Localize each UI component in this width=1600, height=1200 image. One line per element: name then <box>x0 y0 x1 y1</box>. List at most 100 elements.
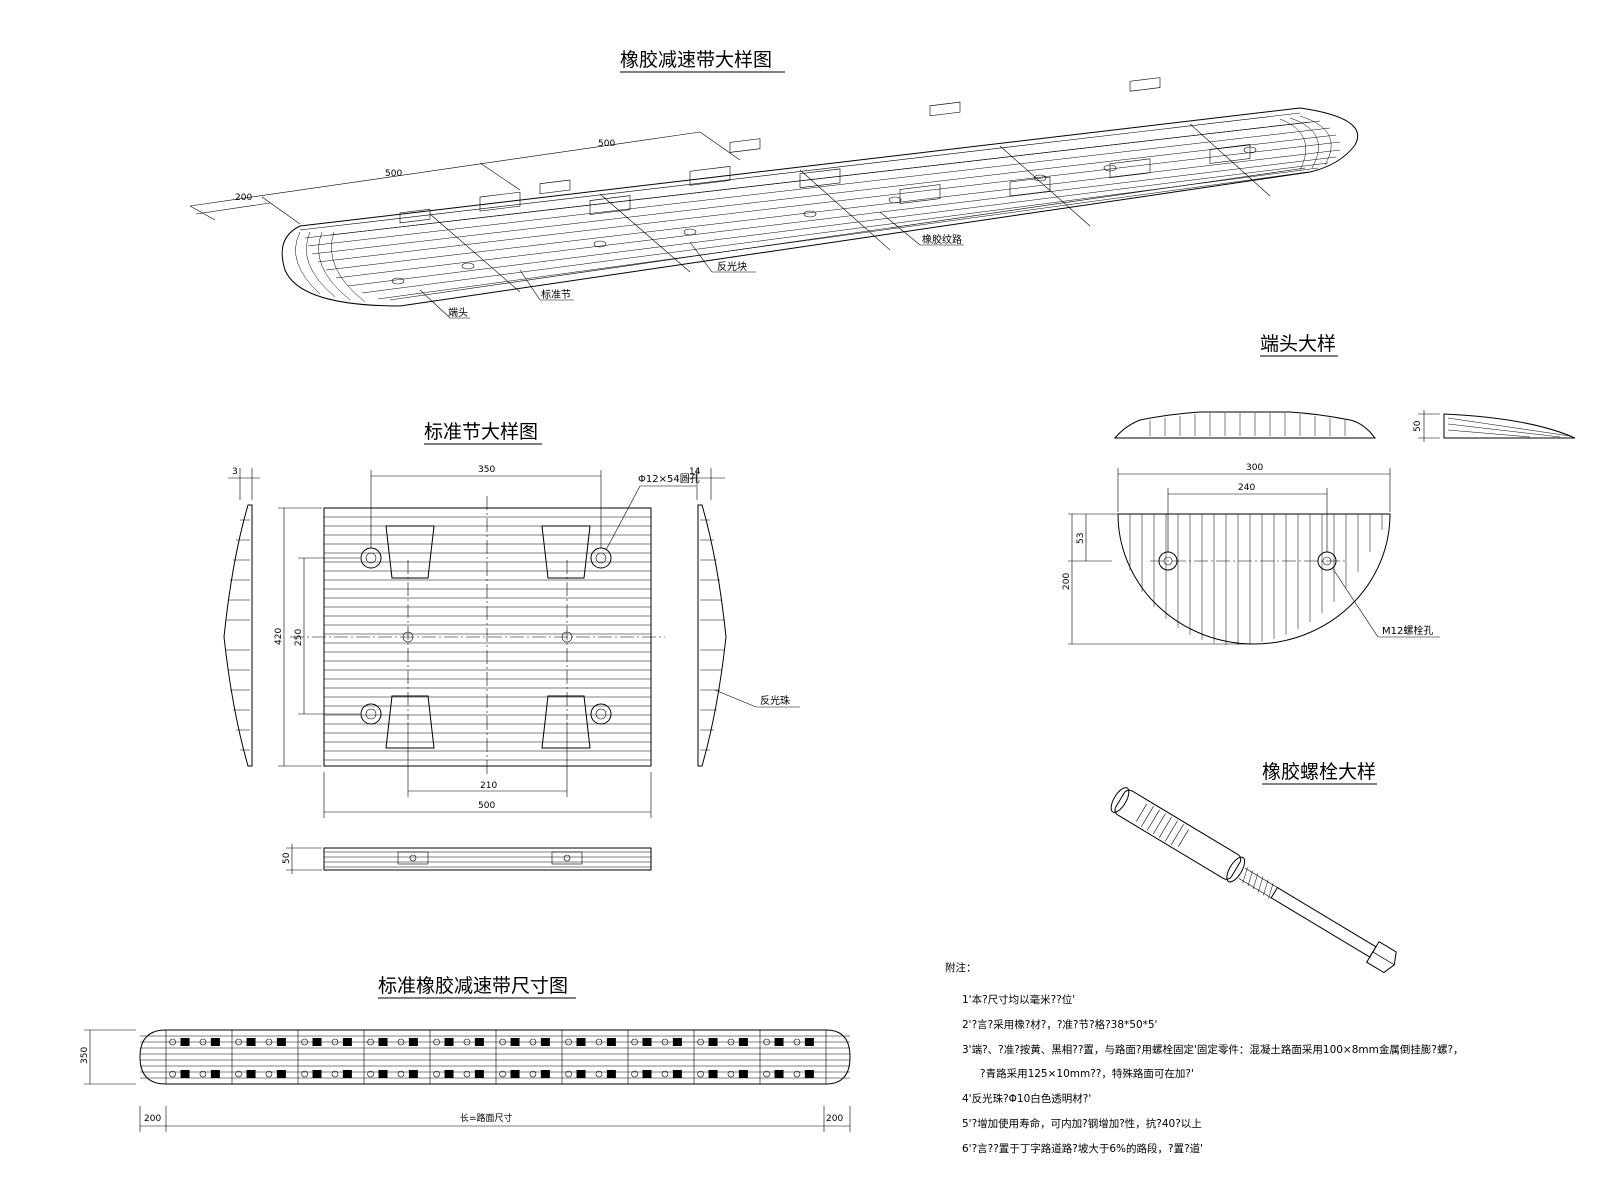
plan-block <box>738 1038 748 1046</box>
isometric-dimensions: 200 500 500 <box>189 131 741 225</box>
label-reflector: 反光块 <box>717 260 747 273</box>
plan-bolt <box>367 1038 374 1046</box>
plan-bolt <box>169 1038 176 1046</box>
plan-bolt <box>631 1038 638 1046</box>
isometric-view: 橡胶减速带大样图 <box>189 49 1359 319</box>
plan-bolt <box>301 1070 308 1078</box>
plan-bolt <box>463 1070 471 1078</box>
note-item-3b: ?青路采用125×10mm??，特殊路面可在加?' <box>980 1067 1194 1080</box>
plan-block <box>804 1070 814 1078</box>
label-texture: 橡胶纹路 <box>922 233 962 246</box>
plan-bolt <box>499 1038 506 1046</box>
plan-bolt <box>265 1038 273 1046</box>
plan-block <box>672 1070 682 1078</box>
label-section: 标准节 <box>541 289 571 301</box>
section-right-profile <box>697 504 727 767</box>
notes-block: 附注： 1'本?尺寸均以毫米??位' 2'?言?采用橡?材?，?准?节?格?38… <box>945 961 1464 1155</box>
section-elevation <box>323 847 652 871</box>
plan-bolt <box>433 1070 440 1078</box>
bolt-drawing <box>1110 787 1397 974</box>
bolt-detail: 橡胶螺栓大样 <box>1110 761 1397 974</box>
section-dim-side-left: 3 <box>232 467 238 477</box>
note-item-3: 3'端?、?准?按黄、黑相??置，与路面?用螺栓固定'固定零件：混凝土路面采用1… <box>962 1043 1464 1056</box>
end-side-profile <box>1443 413 1576 439</box>
end-dim-height: 200 <box>1062 573 1072 590</box>
plan-block <box>474 1070 484 1078</box>
isometric-body <box>281 107 1359 307</box>
plan-block <box>708 1038 718 1046</box>
section-dim-inner-height: 250 <box>294 629 304 646</box>
plan-block <box>378 1070 388 1078</box>
plan-block <box>408 1070 418 1078</box>
plan-bolt <box>793 1070 801 1078</box>
plan-blocks <box>169 1038 814 1078</box>
plan-bolt <box>499 1070 506 1078</box>
end-dim-offset: 53 <box>1076 533 1086 544</box>
plan-bolt <box>793 1038 801 1046</box>
plan-dim-middle: 长=路面尺寸 <box>460 1112 513 1124</box>
note-item-1: 1'本?尺寸均以毫米??位' <box>962 993 1075 1006</box>
plan-bolt <box>235 1070 242 1078</box>
plan-dim-height: 350 <box>80 1047 90 1064</box>
dimension-plan-title: 标准橡胶减速带尺寸图 <box>378 975 568 997</box>
plan-block <box>642 1038 652 1046</box>
isometric-end-cap <box>295 115 1332 303</box>
plan-block <box>474 1038 484 1046</box>
section-dim-total-height: 420 <box>274 628 284 645</box>
plan-block <box>312 1038 322 1046</box>
plan-bolt <box>463 1038 471 1046</box>
plan-dim-left: 200 <box>144 1114 161 1124</box>
plan-block <box>774 1038 784 1046</box>
plan-bolt <box>697 1070 704 1078</box>
section-reflector-label: 反光珠 <box>760 694 790 707</box>
note-item-6: 6'?言??置于丁字路道路?坡大于6%的路段，?置?道' <box>962 1142 1203 1155</box>
section-dim-total-width: 500 <box>478 801 495 811</box>
plan-block <box>774 1070 784 1078</box>
plan-dim-right: 200 <box>826 1114 843 1124</box>
end-detail-title: 端头大样 <box>1260 333 1336 355</box>
plan-block <box>738 1070 748 1078</box>
plan-block <box>276 1038 286 1046</box>
plan-bolt <box>595 1038 603 1046</box>
plan-bolt <box>367 1070 374 1078</box>
plan-bolt <box>301 1038 308 1046</box>
section-bolt-hole-label: Φ12×54圆孔 <box>638 473 700 485</box>
plan-section-joints <box>165 1030 827 1084</box>
note-item-5: 5'?增加使用寿命，可内加?钢增加?性，抗?40?以上 <box>962 1117 1202 1130</box>
end-dim-inner-width: 240 <box>1238 483 1255 493</box>
plan-block <box>342 1070 352 1078</box>
isometric-joints <box>429 123 1271 293</box>
plan-bolt <box>331 1070 339 1078</box>
isometric-bolts <box>391 146 1257 285</box>
plan-block <box>246 1070 256 1078</box>
plan-block <box>444 1070 454 1078</box>
plan-bolt <box>397 1070 405 1078</box>
plan-bolt <box>331 1038 339 1046</box>
plan-block <box>246 1038 256 1046</box>
plan-block <box>708 1070 718 1078</box>
isometric-ridges <box>304 120 1341 300</box>
plan-bolt <box>661 1070 669 1078</box>
section-dim-side-right: 14 <box>689 467 701 477</box>
plan-bolt <box>595 1070 603 1078</box>
end-detail: 端头大样 50 300 240 5 <box>1062 333 1576 645</box>
section-ribs <box>324 516 651 761</box>
plan-block <box>210 1038 220 1046</box>
iso-dim-500a: 500 <box>385 169 402 179</box>
plan-bolt <box>397 1038 405 1046</box>
plan-bolt <box>727 1070 735 1078</box>
section-blocks <box>385 525 591 749</box>
note-item-2: 2'?言?采用橡?材?，?准?节?格?38*50*5' <box>962 1018 1157 1031</box>
plan-bolt <box>697 1038 704 1046</box>
plan-bolt <box>565 1070 572 1078</box>
plan-bolt <box>565 1038 572 1046</box>
plan-block <box>408 1038 418 1046</box>
iso-dim-200: 200 <box>235 193 252 203</box>
main-title: 橡胶减速带大样图 <box>620 49 772 71</box>
plan-block <box>342 1038 352 1046</box>
dimension-plan: 标准橡胶减速带尺寸图 350 200 长=路面尺寸 200 <box>80 975 851 1132</box>
plan-bolt <box>727 1038 735 1046</box>
plan-block <box>180 1070 190 1078</box>
plan-block <box>210 1070 220 1078</box>
